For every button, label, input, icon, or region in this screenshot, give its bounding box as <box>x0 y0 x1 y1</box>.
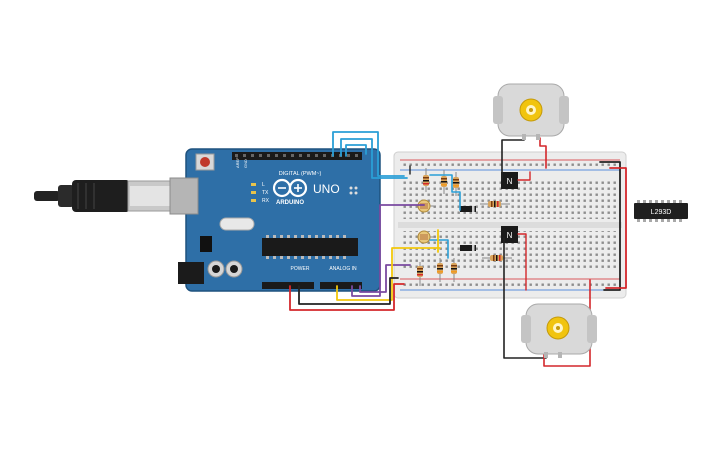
tx-led-label: TX <box>262 190 269 196</box>
resistor-7[interactable] <box>437 258 443 282</box>
atmega-chip <box>262 238 358 256</box>
wire-blue-5[interactable] <box>429 239 449 259</box>
svg-text:N: N <box>507 177 513 186</box>
wire-black-1[interactable] <box>298 277 399 305</box>
photoresistor-2[interactable] <box>417 230 436 244</box>
wire-blue-4[interactable] <box>429 174 461 211</box>
transistor-2[interactable]: N <box>501 226 518 243</box>
wire-red-1[interactable] <box>289 283 405 311</box>
wire-red-5[interactable] <box>517 171 531 181</box>
gnd-pin-label: GND <box>243 159 248 168</box>
wire-black-3[interactable] <box>503 237 547 359</box>
arduino-uno-board[interactable]: DIGITAL (PWM~) AREF GND L TX RX ARDUINO … <box>169 148 381 292</box>
dc-motor-top[interactable] <box>493 83 569 140</box>
wire-red-4[interactable] <box>605 167 627 289</box>
diode-1[interactable] <box>460 206 476 212</box>
resistor-2[interactable] <box>441 170 447 194</box>
resistor-4[interactable] <box>480 201 510 207</box>
transistor-1[interactable]: N <box>501 172 518 189</box>
wire-black-4[interactable] <box>599 161 621 291</box>
wire-black-2[interactable] <box>501 139 525 181</box>
svg-text:N: N <box>507 231 513 240</box>
wire-yellow-1[interactable] <box>336 247 441 301</box>
wire-blue-2[interactable] <box>340 138 408 179</box>
resistor-6[interactable] <box>417 262 423 286</box>
power-header-label: POWER <box>291 266 310 272</box>
digital-header-label: DIGITAL (PWM~) <box>279 171 322 177</box>
usb-cable[interactable] <box>34 180 173 212</box>
wire-red-2[interactable] <box>539 137 547 169</box>
dc-motor-bottom[interactable] <box>521 303 597 358</box>
l293d-chip[interactable]: L293D <box>634 200 688 222</box>
resistor-1[interactable] <box>423 168 429 192</box>
wire-purple-2[interactable] <box>359 264 411 293</box>
rx-led-label: RX <box>262 198 270 204</box>
resistor-5[interactable] <box>482 255 512 261</box>
wire-red-6[interactable] <box>517 233 527 291</box>
wire-blue-3[interactable] <box>345 144 367 157</box>
wire-blue-1[interactable] <box>332 131 405 177</box>
photoresistor-1[interactable] <box>417 199 436 213</box>
arduino-logo-icon <box>272 178 308 198</box>
diode-2[interactable] <box>460 245 476 251</box>
arduino-model-label: UNO <box>313 182 340 196</box>
reset-button[interactable] <box>200 157 210 167</box>
resistor-8[interactable] <box>451 258 457 282</box>
arduino-brand-label: ARDUINO <box>276 200 304 206</box>
aref-pin-label: AREF <box>235 157 240 168</box>
analog-header-label: ANALOG IN <box>329 266 357 272</box>
chip-label: L293D <box>651 209 672 216</box>
l-led-label: L <box>262 182 265 188</box>
wire-purple-1[interactable] <box>351 204 425 297</box>
